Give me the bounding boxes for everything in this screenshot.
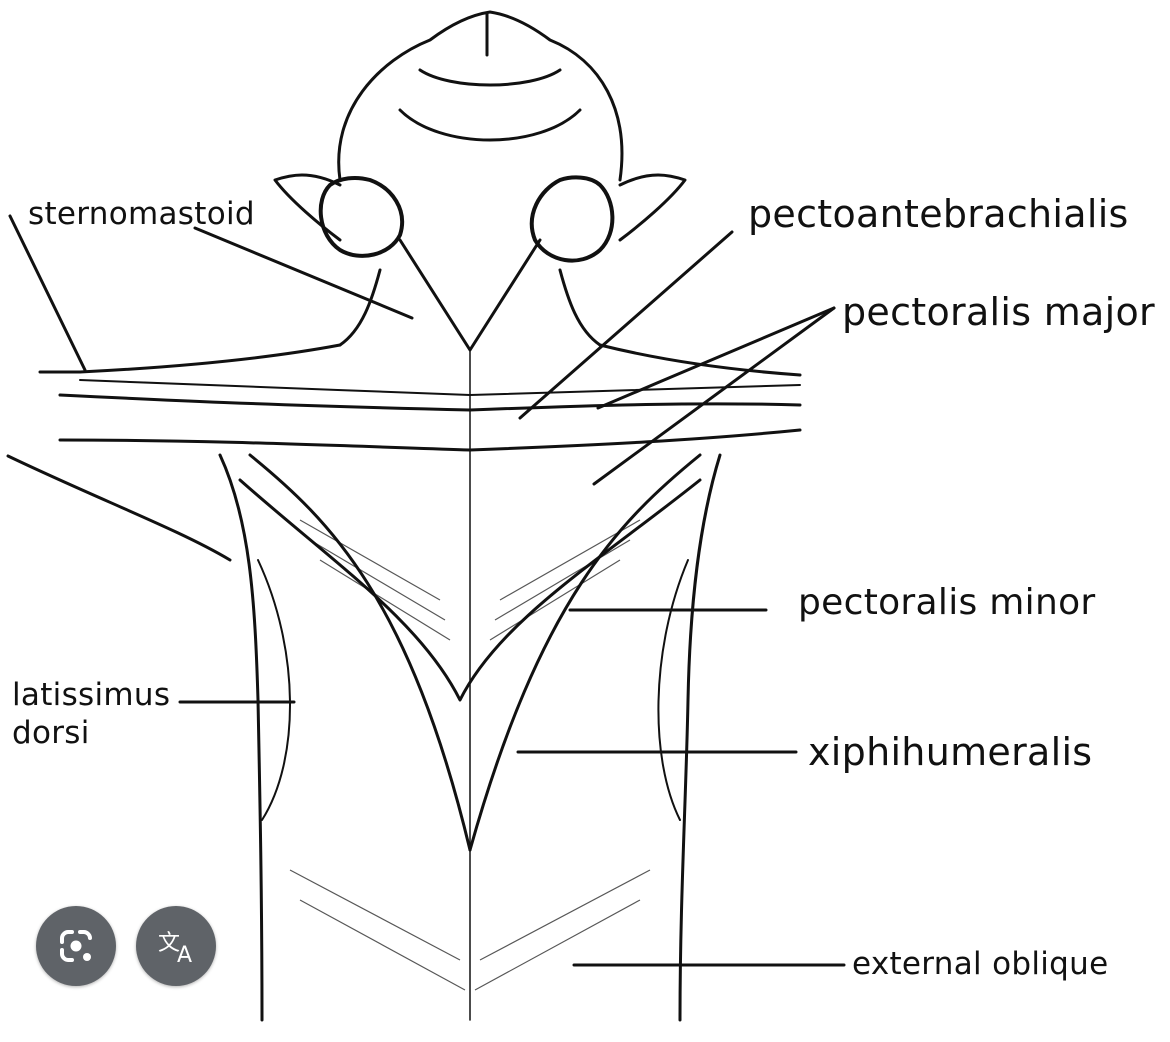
leader-pectoantebrachialis (518, 230, 734, 420)
left-forelimb (38, 343, 342, 374)
neck-left (338, 268, 382, 347)
right-forelimb (598, 343, 802, 377)
translate-icon: 文 A (158, 931, 192, 966)
label-external-oblique: external oblique (852, 946, 1109, 982)
neck-right (558, 268, 602, 347)
label-latissimus-line1: latissimus (12, 677, 171, 713)
label-latissimus-dorsi: latissimus dorsi (12, 676, 170, 752)
label-latissimus-line2: dorsi (12, 715, 90, 751)
leader-sternomastoid (193, 226, 414, 320)
torso-right (678, 453, 722, 1022)
left-gland (318, 175, 404, 258)
label-pectoantebrachialis: pectoantebrachialis (748, 192, 1129, 236)
leader-pectoralis-major-a (596, 306, 836, 410)
torso-left (218, 453, 264, 1022)
right-gland (529, 175, 615, 263)
translate-glyph-left: 文 (158, 931, 180, 956)
lens-camera-icon (60, 930, 92, 962)
right-ear (618, 173, 687, 242)
head-outline (337, 10, 624, 182)
label-sternomastoid: sternomastoid (28, 196, 255, 232)
leader-pectoralis-major-b (592, 306, 836, 486)
label-pectoralis-major: pectoralis major (842, 290, 1155, 334)
lens-search-button[interactable] (36, 906, 116, 986)
label-pectoralis-minor: pectoralis minor (798, 582, 1096, 623)
translate-button[interactable]: 文 A (136, 906, 216, 986)
label-xiphihumeralis: xiphihumeralis (808, 730, 1093, 774)
translate-glyph-right: A (177, 943, 192, 966)
